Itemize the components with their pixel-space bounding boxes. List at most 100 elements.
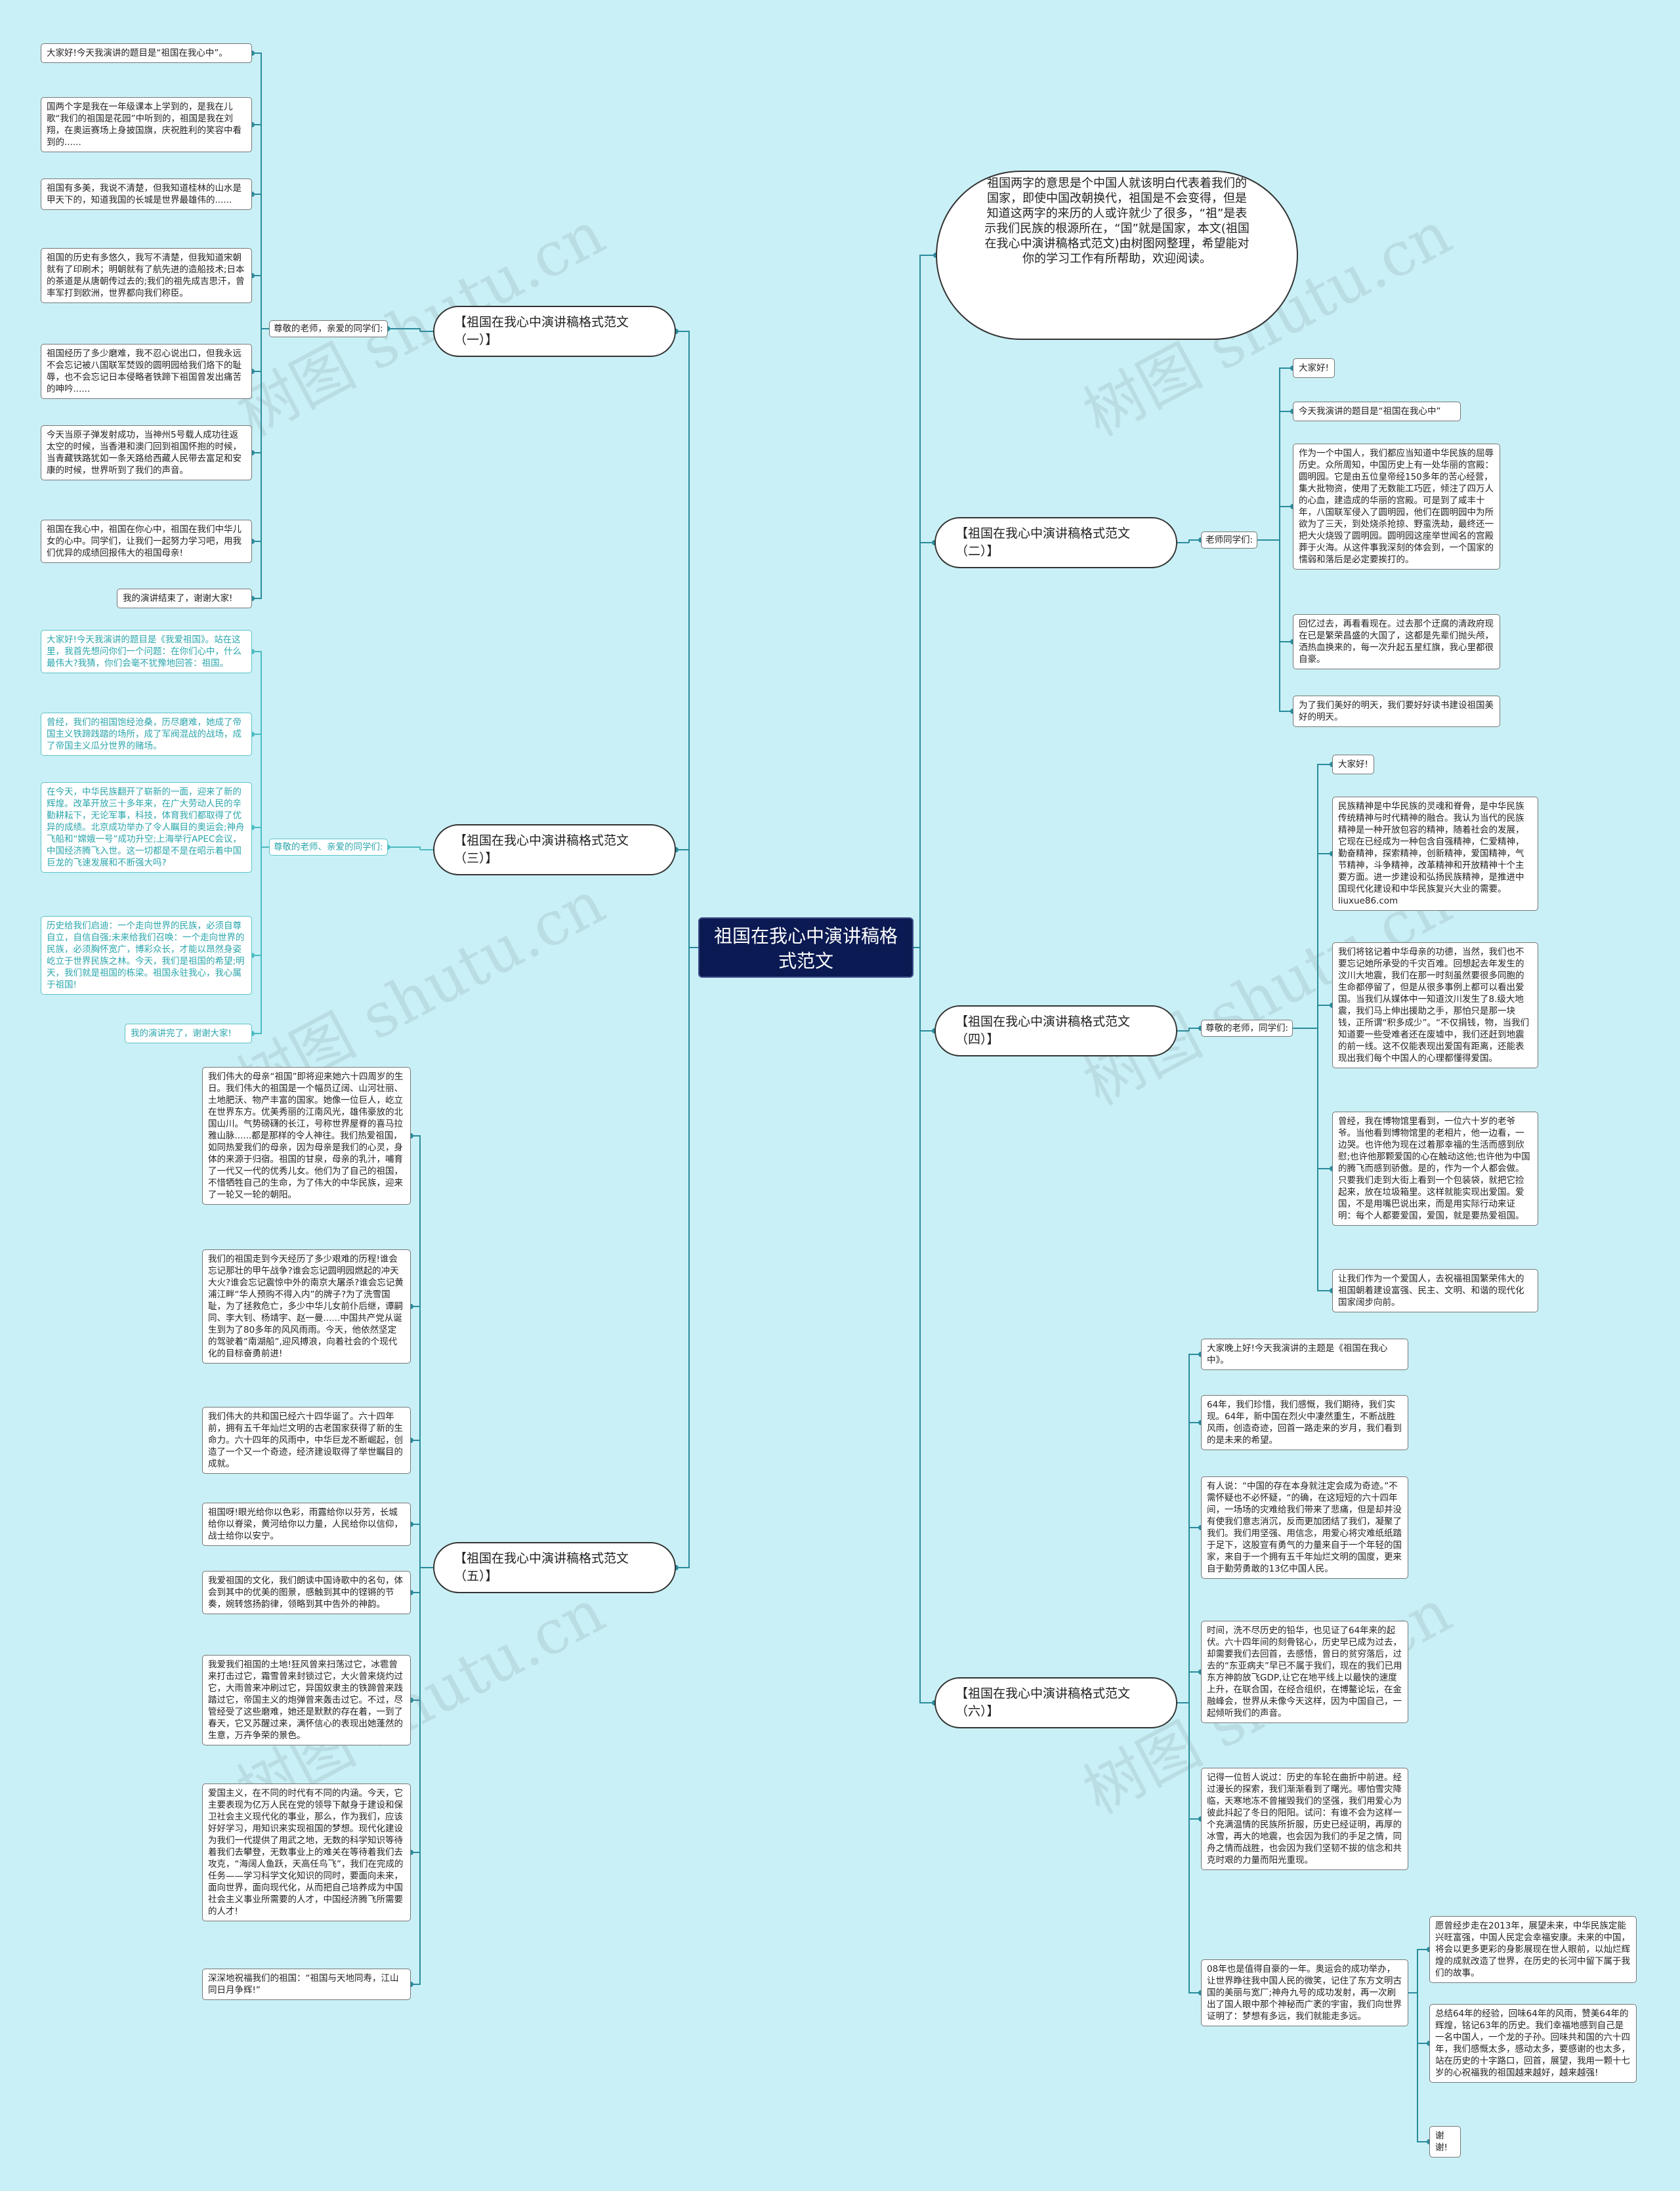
connector (1188, 539, 1201, 543)
connector (1279, 367, 1293, 540)
connector (252, 651, 262, 847)
b4-leaf-4[interactable]: 曾经，我在博物馆里看到，一位六十岁的老爷爷。当他看到博物馆里的老相片，他一边看，… (1332, 1112, 1538, 1226)
connector (1279, 540, 1293, 642)
connector (252, 329, 262, 372)
b6-subleaf-1[interactable]: 愿曾经步走在2013年，展望未来，中华民族定能兴旺富强，中国人民定会幸福安康。未… (1429, 1916, 1637, 1983)
b1-leaf-3[interactable]: 祖国有多美，我说不清楚，但我知道桂林的山水是甲天下的，知道我国的长城是世界最雄伟… (41, 178, 252, 210)
b6-leaf-3[interactable]: 有人说：“中国的存在本身就注定会成为奇迹。”不需怀疑也不必怀疑，“的确，在这短短… (1201, 1476, 1408, 1579)
branch-4[interactable]: 【祖国在我心中演讲稿格式范文（四）】 (934, 1005, 1177, 1056)
connector (252, 847, 262, 1034)
connector (411, 1568, 421, 1985)
b5-leaf-3[interactable]: 我们伟大的共和国已经六十四华诞了。六十四年前，拥有五千年灿烂文明的古老国家获得了… (202, 1407, 411, 1474)
connector (1188, 1422, 1201, 1703)
b1-leaf-6[interactable]: 今天当原子弹发射成功，当神州5号载人成功往返太空的时候，当香港和澳门回到祖国怀抱… (41, 425, 252, 480)
connector (252, 827, 262, 847)
branch-6[interactable]: 【祖国在我心中演讲稿格式范文（六）】 (934, 1677, 1177, 1728)
b3-leaf-1[interactable]: 大家好!今天我演讲的题目是《我爱祖国》。站在这里，我首先想问你们一个问题：在你们… (41, 630, 252, 673)
branch-2[interactable]: 【祖国在我心中演讲稿格式范文（二）】 (934, 517, 1177, 568)
b2-leaf-4[interactable]: 回忆过去，再看看现在。过去那个迂腐的清政府现在已是繁荣昌盛的大国了，这都是先辈们… (1293, 614, 1500, 669)
b2-leaf-3[interactable]: 作为一个中国人，我们都应当知道中华民族的屈辱历史。众所周知，中国历史上有一处华丽… (1293, 444, 1500, 570)
b3-leaf-2[interactable]: 曾经，我们的祖国饱经沧桑，历尽磨难，她成了帝国主义铁蹄践踏的场所，成了军阀混战的… (41, 713, 252, 756)
connector (411, 1568, 421, 1701)
branch-3[interactable]: 【祖国在我心中演讲稿格式范文（三）】 (433, 824, 676, 875)
b5-leaf-4[interactable]: 祖国呀!眼光给你以色彩，雨露给你以芬芳，长城给你以脊梁，黄河给你以力量，人民给你… (202, 1503, 411, 1546)
b1-leaf-5[interactable]: 祖国经历了多少磨难，我不忍心说出口，但我永远不会忘记被八国联军焚毁的圆明园给我们… (41, 344, 252, 399)
b6-leaf-2[interactable]: 64年，我们珍惜，我们感慨，我们期待，我们实现。64年，新中国在烈火中凄然重生，… (1201, 1395, 1408, 1450)
b6-leaf-4[interactable]: 时间，洗不尽历史的铅华，也见证了64年来的起伏。六十四年间的刻骨铭心，历史早已成… (1201, 1621, 1408, 1723)
connector (252, 734, 262, 847)
connector (1417, 1949, 1429, 1993)
connector (919, 255, 936, 948)
connector (1188, 1028, 1201, 1031)
connector (1317, 853, 1332, 1028)
b1-leaf-7[interactable]: 祖国在我心中，祖国在你心中，祖国在我们中华儿女的心中。同学们，让我们一起努力学习… (41, 520, 252, 563)
connector (411, 1306, 421, 1568)
connector (411, 1568, 421, 1593)
b5-leaf-7[interactable]: 爱国主义，在不同的时代有不同的内涵。今天，它主要表现为亿万人民在党的领导下献身于… (202, 1784, 411, 1921)
b1-leaf-4[interactable]: 祖国的历史有多悠久，我写不清楚，但我知道宋朝就有了印刷术；明朝就有了航先进的造船… (41, 248, 252, 303)
connector (1188, 1703, 1201, 1820)
b5-leaf-5[interactable]: 我爱祖国的文化，我们朗读中国诗歌中的名句，体会到其中的优美的图景，感触到其中的铿… (202, 1571, 411, 1614)
b2-leaf-2[interactable]: 今天我演讲的题目是“祖国在我心中” (1293, 402, 1461, 421)
connector (1279, 540, 1293, 712)
connector (1417, 1993, 1429, 2142)
connector (411, 1135, 421, 1568)
connector (1279, 411, 1293, 540)
connector (387, 846, 421, 850)
connector (676, 331, 690, 948)
root-topic[interactable]: 祖国在我心中演讲稿格式范文 (698, 917, 914, 978)
b1-leaf-8[interactable]: 我的演讲结束了，谢谢大家! (117, 589, 252, 608)
connector (252, 275, 262, 329)
connector (919, 948, 934, 1703)
connector (676, 948, 690, 1568)
b4-leaf-3[interactable]: 我们将铭记着中华母亲的功德，当然，我们也不要忘记她所承受的千灾百难。回想起去年发… (1332, 942, 1538, 1068)
connector (411, 1568, 421, 1853)
connector (252, 194, 262, 329)
branch-3-salutation: 尊敬的老师、亲爱的同学们: (269, 839, 388, 856)
connector (252, 329, 262, 453)
b6-leaf-5[interactable]: 记得一位哲人说过：历史的车轮在曲折中前进。经过漫长的探索，我们渐渐看到了曙光。哪… (1201, 1768, 1408, 1870)
b5-leaf-1[interactable]: 我们伟大的母亲“祖国”即将迎来她六十四周岁的生日。我们伟大的祖国是一个幅员辽阔、… (202, 1067, 411, 1205)
connector (1317, 1005, 1332, 1028)
connector (411, 1440, 421, 1568)
b5-leaf-6[interactable]: 我爱我们祖国的土地!狂风曾来扫荡过它，冰雹曾来打击过它，霜雪曾来封锁过它，大火曾… (202, 1655, 411, 1745)
b5-leaf-2[interactable]: 我们的祖国走到今天经历了多少艰难的历程!谁会忘记那壮的甲午战争?谁会忘记圆明园燃… (202, 1249, 411, 1364)
connector (411, 1524, 421, 1568)
connector (1188, 1527, 1201, 1703)
connector (252, 847, 262, 956)
b6-subleaf-2[interactable]: 总结64年的经验，回味64年的风雨，赞美64年的辉煌，铭记63年的历史。我们幸福… (1429, 2004, 1637, 2083)
connector (252, 329, 262, 542)
connector (1188, 1671, 1201, 1703)
b5-leaf-8[interactable]: 深深地祝福我们的祖国：“祖国与天地同寿，江山同日月争辉!” (202, 1969, 411, 2000)
b3-leaf-4[interactable]: 历史给我们启迪：一个走向世界的民族，必须自尊自立，自信自强;未来给我们召唤：一个… (41, 916, 252, 995)
connector (1317, 764, 1332, 1028)
connector (1188, 1703, 1201, 1993)
b6-leaf-6[interactable]: 08年也是值得自豪的一年。奥运会的成功举办，让世界睁往我中国人民的微笑，记住了东… (1201, 1959, 1408, 2026)
b1-leaf-2[interactable]: 国两个字是我在一年级课本上学到的，是我在儿歌“我们的祖国是花园”中听到的，祖国是… (41, 97, 252, 152)
b2-leaf-5[interactable]: 为了我们美好的明天，我们要好好读书建设祖国美好的明天。 (1293, 696, 1500, 727)
b4-leaf-1[interactable]: 大家好! (1332, 755, 1374, 774)
connector (387, 328, 421, 331)
b6-leaf-1[interactable]: 大家晚上好!今天我演讲的主题是《祖国在我心中》。 (1201, 1339, 1408, 1370)
b4-leaf-5[interactable]: 让我们作为一个爱国人，去祝福祖国繁荣伟大的祖国朝着建设富强、民主、文明、和谐的现… (1332, 1269, 1538, 1312)
b1-leaf-1[interactable]: 大家好!今天我演讲的题目是“祖国在我心中”。 (41, 43, 252, 63)
connector (252, 329, 262, 599)
branch-5[interactable]: 【祖国在我心中演讲稿格式范文（五）】 (433, 1542, 676, 1593)
branch-1[interactable]: 【祖国在我心中演讲稿格式范文（一）】 (433, 306, 676, 357)
branch-1-salutation: 尊敬的老师，亲爱的同学们: (269, 320, 388, 337)
b4-leaf-2[interactable]: 民族精神是中华民族的灵魂和脊骨，是中华民族传统精神与时代精神的融合。我认为当代的… (1332, 797, 1538, 911)
b3-leaf-5[interactable]: 我的演讲完了，谢谢大家! (125, 1024, 252, 1043)
b2-leaf-1[interactable]: 大家好! (1293, 358, 1335, 378)
branch-2-salutation: 老师同学们: (1201, 532, 1258, 549)
connector (252, 52, 262, 329)
connector (1317, 1028, 1332, 1169)
connector (1417, 1993, 1429, 2044)
connector (919, 542, 934, 948)
intro-bubble[interactable]: 祖国两字的意思是个中国人就该明白代表着我们的国家，即使中国改朝换代，祖国是不会变… (936, 171, 1298, 340)
b6-subleaf-3[interactable]: 谢谢! (1429, 2126, 1461, 2158)
b3-leaf-3[interactable]: 在今天，中华民族翻开了崭新的一面，迎来了新的辉煌。改革开放三十多年来，在广大劳动… (41, 782, 252, 873)
connector (919, 948, 934, 1032)
connector (1317, 1028, 1332, 1291)
branch-4-salutation: 尊敬的老师，同学们: (1201, 1020, 1293, 1037)
